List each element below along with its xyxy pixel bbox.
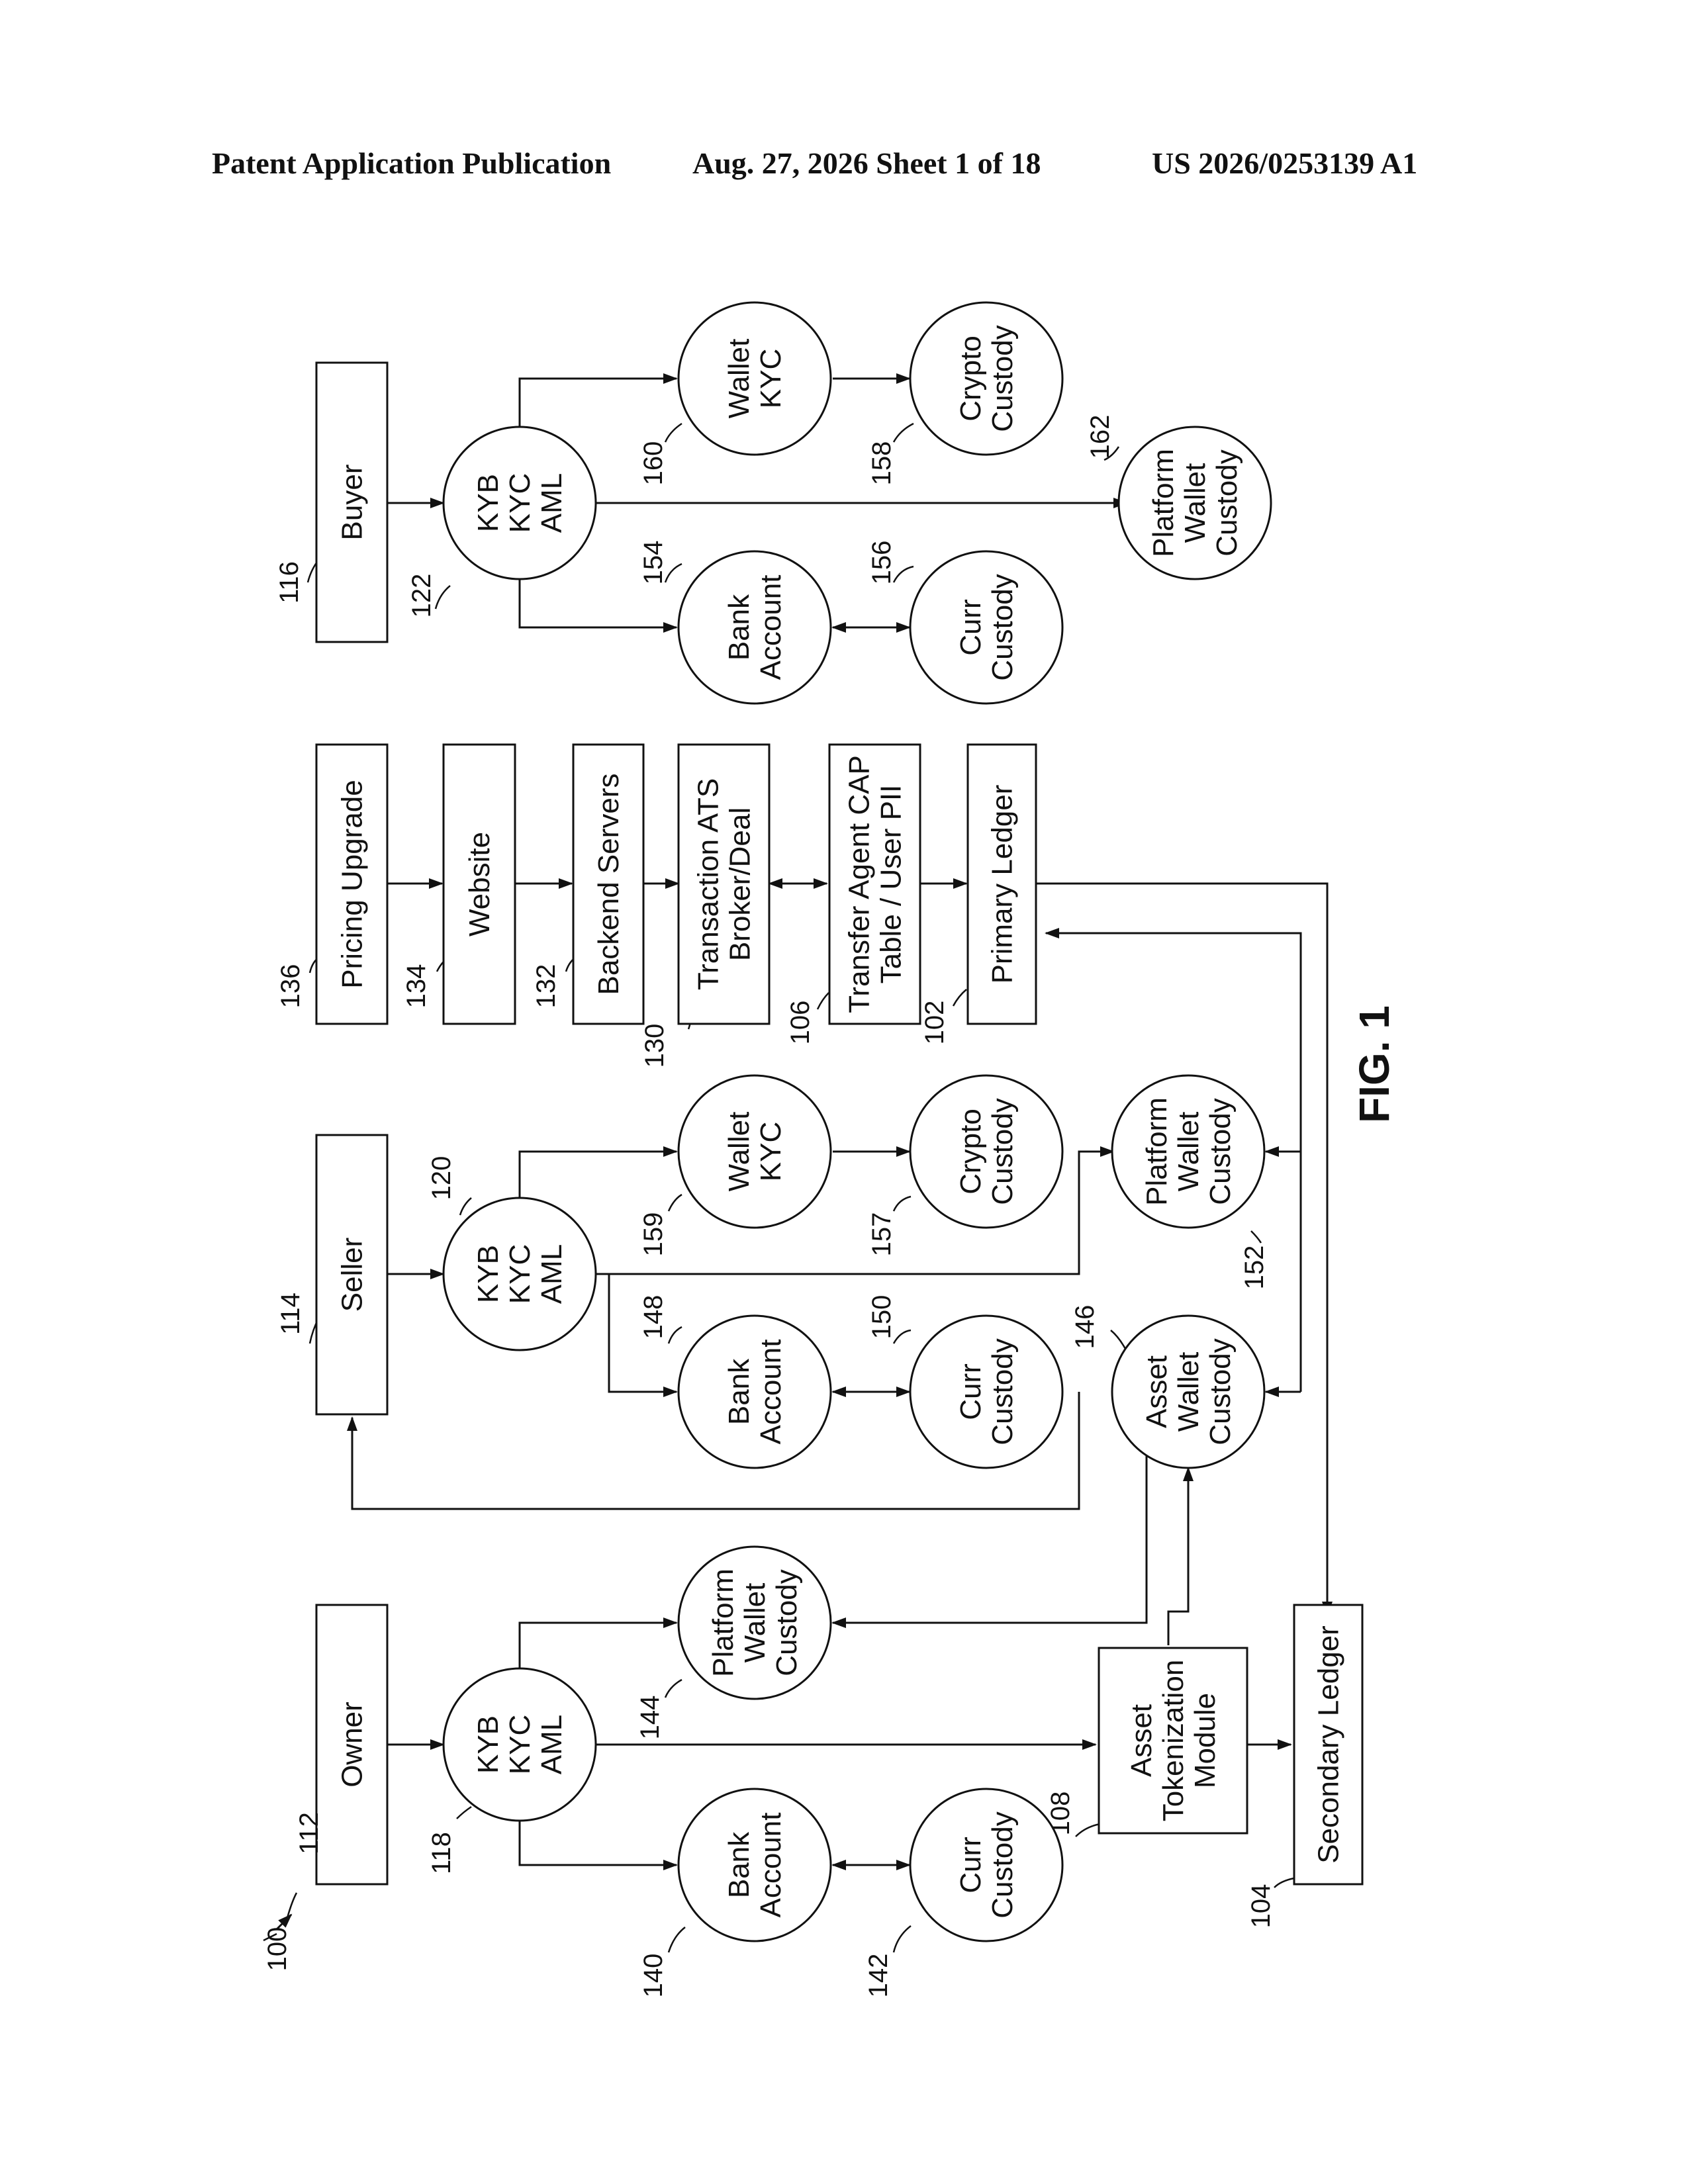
reference-number: 120 (427, 1156, 456, 1201)
node-label: KYBKYCAML (472, 473, 568, 533)
reference-number: 118 (427, 1832, 456, 1874)
system-reference-number: 100 (263, 1927, 292, 1972)
reference-number: 136 (276, 964, 305, 1009)
circle-159: WalletKYC 159 (639, 1075, 831, 1256)
reference-number: 157 (867, 1212, 896, 1257)
figure-label: FIG. 1 (1350, 1005, 1398, 1123)
node-label: Owner (336, 1702, 369, 1788)
box-114: Seller 114 (276, 1135, 387, 1414)
reference-number: 152 (1240, 1246, 1269, 1290)
circle-157: CryptoCustody 157 (867, 1075, 1062, 1256)
circle-152: PlatformWalletCustody 152 (1112, 1075, 1269, 1289)
node-label: WalletKYC (723, 339, 787, 419)
reference-number: 122 (407, 574, 436, 618)
reference-number: 116 (275, 561, 304, 604)
circle-162: PlatformWalletCustody 162 (1086, 415, 1271, 579)
node-label: WalletKYC (723, 1112, 787, 1192)
node-label: CryptoCustody (955, 1098, 1019, 1205)
reference-number: 162 (1086, 415, 1115, 459)
circle-146: AssetWalletCustody146 (1070, 1305, 1264, 1468)
circle-118: KYBKYCAML 118 (427, 1668, 596, 1874)
reference-number: 114 (276, 1293, 305, 1335)
node-label: Website (463, 832, 496, 936)
box-130: Transaction ATSBroker/Deal 130 (640, 745, 769, 1068)
reference-number: 154 (639, 541, 668, 585)
reference-number: 160 (639, 441, 668, 486)
node-label: Pricing Upgrade (336, 780, 369, 989)
circle-120: KYBKYCAML 120 (427, 1156, 596, 1350)
circle-144: PlatformWalletCustody 144 (635, 1547, 831, 1739)
box-106: Transfer Agent CAPTable / User PII 106 (786, 745, 920, 1044)
box-102: Primary Ledger 102 (920, 745, 1036, 1044)
box-112: Owner 112 (295, 1605, 387, 1884)
reference-number: 159 (639, 1212, 668, 1257)
node-label: Backend Servers (592, 773, 625, 995)
node-label: Buyer (336, 465, 369, 541)
box-136: Pricing Upgrade 136 (276, 745, 387, 1024)
reference-number: 150 (867, 1295, 896, 1340)
node-label: Transaction ATSBroker/Deal (692, 778, 757, 990)
circle-142: CurrCustody142 (864, 1789, 1062, 1997)
circle-154: BankAccount154 (639, 541, 831, 704)
node-label: Primary Ledger (986, 785, 1019, 984)
reference-number: 144 (635, 1696, 665, 1740)
reference-number: 142 (864, 1954, 893, 1998)
reference-number: 156 (867, 541, 896, 585)
node-label: KYBKYCAML (472, 1715, 568, 1774)
node-label: Transfer Agent CAPTable / User PII (843, 755, 908, 1013)
node-label: PlatformWalletCustody (1141, 1097, 1237, 1206)
node-label: Seller (336, 1238, 369, 1312)
reference-number: 112 (295, 1812, 324, 1854)
circle-158: CryptoCustody 158 (867, 302, 1062, 485)
circle-148: BankAccount148 (639, 1295, 831, 1468)
circle-160: WalletKYC 160 (639, 302, 831, 485)
circle-156: CurrCustody156 (867, 541, 1062, 704)
box-116: Buyer 116 (275, 363, 387, 642)
node-label: CryptoCustody (955, 325, 1019, 432)
circle-122: KYBKYCAML 122 (407, 427, 596, 617)
node-label: PlatformWalletCustody (707, 1569, 803, 1677)
circle-140: BankAccount140 (639, 1789, 831, 1997)
reference-number: 132 (532, 964, 561, 1009)
box-108: AssetTokenizationModule108 (1046, 1648, 1247, 1835)
reference-number: 158 (867, 441, 896, 486)
node-label: KYBKYCAML (472, 1244, 568, 1304)
reference-number: 104 (1246, 1884, 1276, 1929)
reference-number: 130 (640, 1024, 669, 1068)
diagram-nodes: Owner 112 Seller 114 Buyer 116Pricing Upgrade… (263, 302, 1362, 1997)
box-104: Secondary Ledger 104 (1246, 1605, 1362, 1928)
node-label: Secondary Ledger (1313, 1625, 1345, 1864)
circle-150: CurrCustody150 (867, 1295, 1062, 1468)
node-label: PlatformWalletCustody (1147, 449, 1243, 557)
reference-number: 102 (920, 1001, 949, 1045)
reference-number: 106 (786, 1001, 815, 1045)
reference-number: 148 (639, 1295, 668, 1340)
reference-number: 146 (1070, 1305, 1100, 1349)
reference-number: 140 (639, 1954, 668, 1998)
reference-number: 134 (402, 964, 431, 1009)
